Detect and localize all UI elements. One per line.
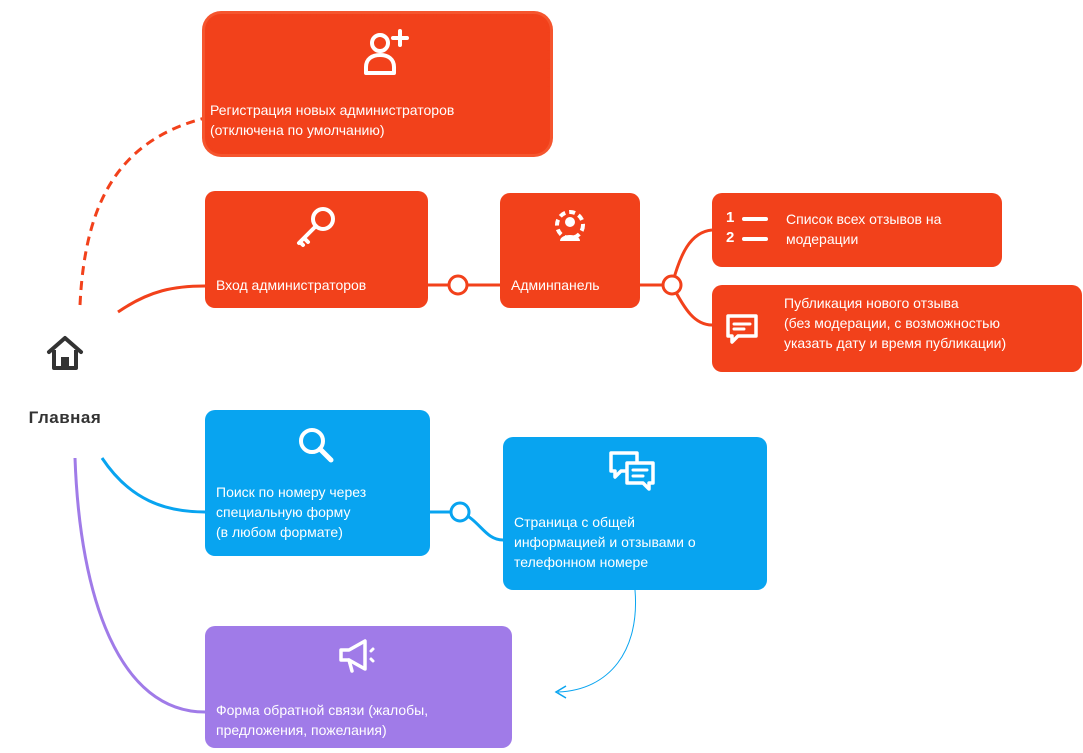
node-info-page[interactable]: Страница с общей информацией и отзывами … <box>503 437 767 590</box>
connector-feedback <box>73 457 206 714</box>
dashed-connector-registration <box>78 116 206 306</box>
admin-gear-icon <box>555 210 585 241</box>
arrow-info-to-feedback <box>557 589 637 693</box>
connector-dot-panel <box>661 274 683 296</box>
login-text: Вход администраторов <box>216 277 367 293</box>
connector-search <box>100 457 206 514</box>
numbered-list-icon: 1 2 <box>726 208 772 250</box>
registration-text: Регистрация новых администраторов (отклю… <box>210 102 455 138</box>
list-mark-1: 1 <box>726 209 735 226</box>
key-icon <box>297 207 335 247</box>
search-icon <box>299 428 334 463</box>
root-label: Главная <box>28 408 102 427</box>
node-new-review[interactable]: Публикация нового отзыва (без модерации,… <box>712 285 1082 372</box>
chat-bubbles-icon <box>609 451 655 491</box>
feedback-text: Форма обратной связи (жалобы, предложени… <box>216 702 429 738</box>
node-registration[interactable]: Регистрация новых администраторов (отклю… <box>205 14 550 154</box>
search-text: Поиск по номеру через специальную форму … <box>216 484 367 540</box>
comment-icon <box>726 314 758 344</box>
moderation-list-text: Список всех отзывов на модерации <box>786 211 942 247</box>
home-icon <box>47 336 83 370</box>
list-mark-2: 2 <box>726 229 735 246</box>
node-search[interactable]: Поиск по номеру через специальную форму … <box>205 410 430 556</box>
info-page-text: Страница с общей информацией и отзывами … <box>514 514 696 570</box>
add-user-icon <box>364 29 409 75</box>
node-moderation-list[interactable]: 1 2 Список всех отзывов на модерации <box>712 193 1002 267</box>
node-admin-panel[interactable]: Админпанель <box>500 193 640 308</box>
new-review-text: Публикация нового отзыва (без модерации,… <box>784 295 1007 351</box>
node-login[interactable]: Вход администраторов <box>205 191 428 308</box>
admin-panel-text: Админпанель <box>511 277 600 293</box>
connector-dot-info <box>449 501 471 523</box>
megaphone-icon <box>339 639 375 673</box>
node-feedback[interactable]: Форма обратной связи (жалобы, предложени… <box>205 626 512 748</box>
connector-login <box>117 284 206 314</box>
connector-dot-admin <box>447 274 469 296</box>
